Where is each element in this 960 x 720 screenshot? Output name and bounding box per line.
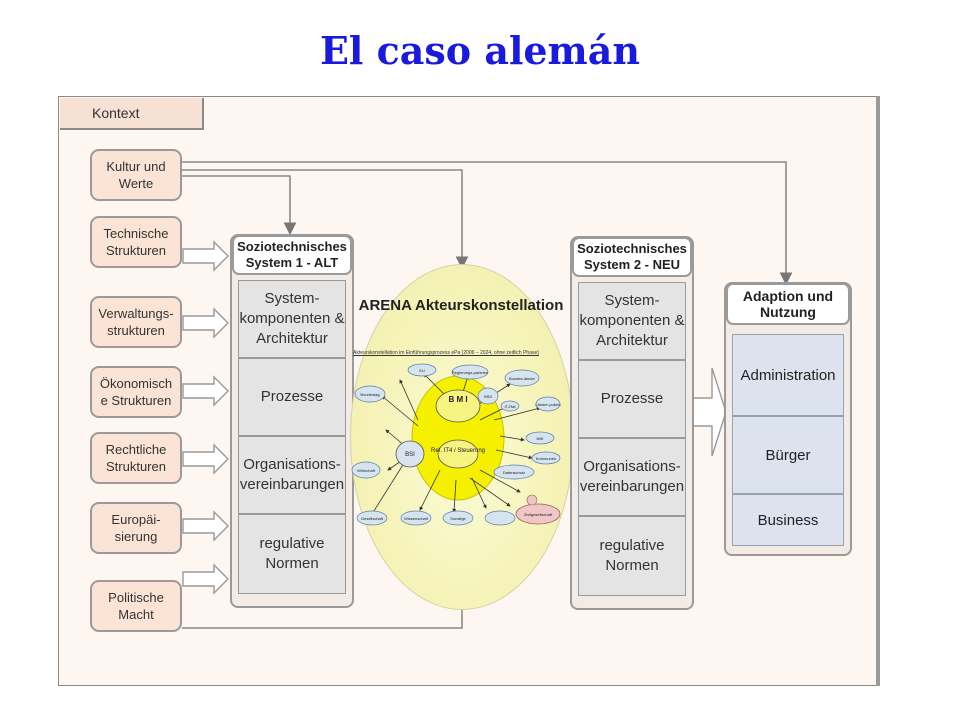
factor-oekonomische-strukturen: Ökonomisch e Strukturen	[90, 366, 182, 418]
system-alt-heading: Soziotechnisches System 1 - ALT	[232, 235, 352, 275]
node-regierungsparteien: Regierungs-parteien	[452, 370, 488, 375]
system-alt-komponenten: System-komponenten & Architektur	[238, 280, 346, 358]
node-bundestag: Bundestag	[360, 392, 379, 397]
node-laenderpolizei: Länder-polizei	[535, 402, 560, 407]
node-kommunen: Kommunen	[536, 456, 556, 461]
frame-shadow	[876, 96, 880, 686]
node-bundeslaender: Bundes-länder	[509, 376, 536, 381]
system-neu-regulative-normen: regulative Normen	[578, 516, 686, 596]
node-wissenschaft: Wissenschaft	[404, 516, 429, 521]
node-ref-it4: Ref. IT4 / Steuerung	[431, 448, 485, 454]
kontext-label: Kontext	[60, 98, 204, 130]
factor-kultur-und-werte: Kultur und Werte	[90, 149, 182, 201]
node-bsi: BSI	[405, 452, 415, 458]
node-sonstige: Sonstige	[450, 516, 466, 521]
arena-title: ARENA Akteurskonstellation	[358, 297, 564, 314]
system-alt-prozesse: Prozesse	[238, 358, 346, 436]
system-alt-organisationsvereinbarungen: Organisations-vereinbarungen	[238, 436, 346, 514]
node-datenschutz: Datenschutz	[503, 470, 525, 475]
arena-caption: Akteurskonstellation im Einführungsproze…	[353, 350, 539, 356]
node-it-rat: IT-Rat	[505, 404, 517, 409]
system-neu-komponenten: System-komponenten & Architektur	[578, 282, 686, 360]
node-bfdi: BfDI	[484, 394, 492, 399]
node-gesellschaft: Gesellschaft	[361, 516, 384, 521]
factor-technische-strukturen: Technische Strukturen	[90, 216, 182, 268]
factor-politische-macht: Politische Macht	[90, 580, 182, 632]
system-alt-regulative-normen: regulative Normen	[238, 514, 346, 594]
node-eu: EU	[419, 368, 425, 373]
node-wirtschaft: Wirtschaft	[357, 468, 376, 473]
factor-rechtliche-strukturen: Rechtliche Strukturen	[90, 432, 182, 484]
node-bmi: B M I	[448, 395, 467, 404]
system-neu-heading: Soziotechnisches System 2 - NEU	[572, 237, 692, 277]
system-neu-prozesse: Prozesse	[578, 360, 686, 438]
node-imk: IMK	[536, 436, 543, 441]
adaption-business: Business	[732, 494, 844, 546]
factor-europaeisierung: Europäi-sierung	[90, 502, 182, 554]
factor-verwaltungsstrukturen: Verwaltungs-strukturen	[90, 296, 182, 348]
node-zivilgesellschaft: Zivilgesellschaft	[524, 512, 553, 517]
page-title: El caso alemán	[319, 28, 641, 73]
adaption-heading: Adaption und Nutzung	[726, 283, 850, 325]
adaption-administration: Administration	[732, 334, 844, 416]
system-neu-organisationsvereinbarungen: Organisations-vereinbarungen	[578, 438, 686, 516]
adaption-buerger: Bürger	[732, 416, 844, 494]
